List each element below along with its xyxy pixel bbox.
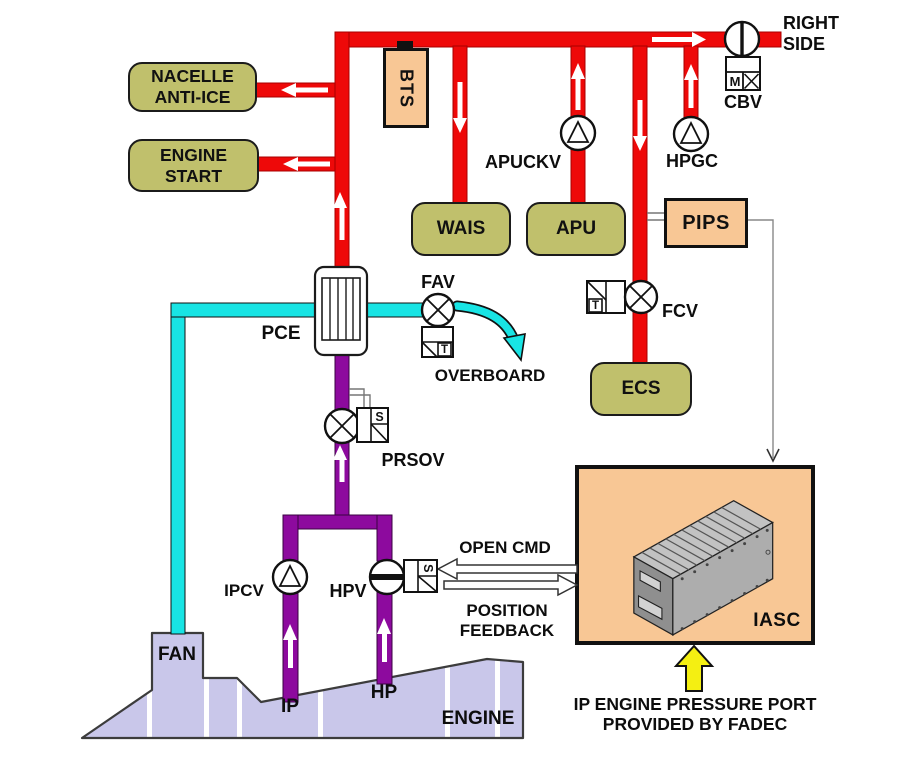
- ipcv-valve-symbol: [271, 558, 309, 596]
- hpv-label: HPV: [329, 581, 367, 601]
- overboard-arrow: [451, 300, 526, 362]
- fav-temp-indicator: T: [440, 344, 449, 356]
- pips-signal-arrowhead: [766, 448, 780, 463]
- pce-precooler: [313, 265, 369, 357]
- prsov-valve-symbol: [323, 407, 389, 445]
- prsov-solenoid-indicator: S: [375, 410, 384, 424]
- ecs-label: ECS: [621, 378, 661, 399]
- iasc-chassis-drawing: [632, 500, 774, 636]
- pips-label: PIPS: [682, 211, 730, 234]
- fav-valve-symbol: [420, 292, 456, 358]
- hpgc-valve-symbol: [672, 115, 710, 153]
- hp-label: HP: [370, 682, 398, 703]
- fcv-temp-indicator: T: [591, 300, 600, 312]
- overboard-label: OVERBOARD: [434, 366, 546, 385]
- fav-label: FAV: [421, 272, 455, 292]
- open-cmd-label: OPEN CMD: [459, 538, 551, 557]
- position-feedback-arrow: [443, 573, 579, 597]
- apuckv-valve-symbol: [559, 114, 597, 152]
- hpgc-label: HPGC: [665, 151, 718, 171]
- cbv-motor-indicator: M: [729, 74, 741, 89]
- signal-lines: [349, 212, 774, 458]
- fan-label: FAN: [158, 644, 196, 665]
- wais-box: WAIS: [411, 202, 511, 256]
- position-feedback-label: POSITION FEEDBACK: [459, 601, 555, 640]
- iasc-label: IASC: [753, 610, 801, 631]
- fadec-port-arrow: [673, 644, 715, 692]
- apuckv-label: APUCKV: [484, 152, 561, 172]
- fadec-footnote: IP ENGINE PRESSURE PORT PROVIDED BY FADE…: [573, 694, 817, 734]
- engine-label: ENGINE: [441, 708, 515, 729]
- ecs-box: ECS: [590, 362, 692, 416]
- bts-mount-tab: [397, 41, 413, 50]
- ip-hp-pipes: [282, 352, 393, 703]
- prsov-label: PRSOV: [381, 450, 445, 470]
- pips-box: PIPS: [664, 198, 748, 248]
- engine-start-label-line2: START: [164, 165, 223, 186]
- engine-start-box: ENGINE START: [128, 139, 259, 192]
- bleed-air-pipes: [252, 31, 782, 365]
- bts-label: BTS: [396, 68, 417, 108]
- open-cmd-arrow: [436, 557, 578, 581]
- wais-label: WAIS: [436, 218, 486, 239]
- hpv-solenoid-indicator: S: [420, 564, 435, 573]
- engine-start-label-line1: ENGINE: [159, 144, 228, 165]
- flow-arrows: [281, 32, 706, 668]
- bts-box: BTS: [383, 48, 429, 128]
- apu-box: APU: [526, 202, 626, 256]
- fan-air-pipes: [170, 302, 442, 635]
- hpv-valve-symbol: [368, 558, 438, 596]
- right-side-label: RIGHT SIDE: [783, 13, 839, 54]
- nacelle-anti-ice-box: NACELLE ANTI-ICE: [128, 62, 257, 112]
- nacelle-anti-ice-label-line1: NACELLE: [151, 66, 234, 86]
- ipcv-label: IPCV: [224, 581, 264, 600]
- cbv-valve-symbol: [723, 20, 761, 91]
- fcv-valve-symbol: [586, 279, 659, 315]
- fcv-label: FCV: [662, 301, 698, 321]
- cbv-label: CBV: [723, 92, 762, 112]
- ip-label: IP: [281, 696, 299, 717]
- nacelle-anti-ice-label-line2: ANTI-ICE: [154, 87, 231, 107]
- pce-label: PCE: [261, 323, 301, 344]
- apu-label: APU: [555, 218, 597, 239]
